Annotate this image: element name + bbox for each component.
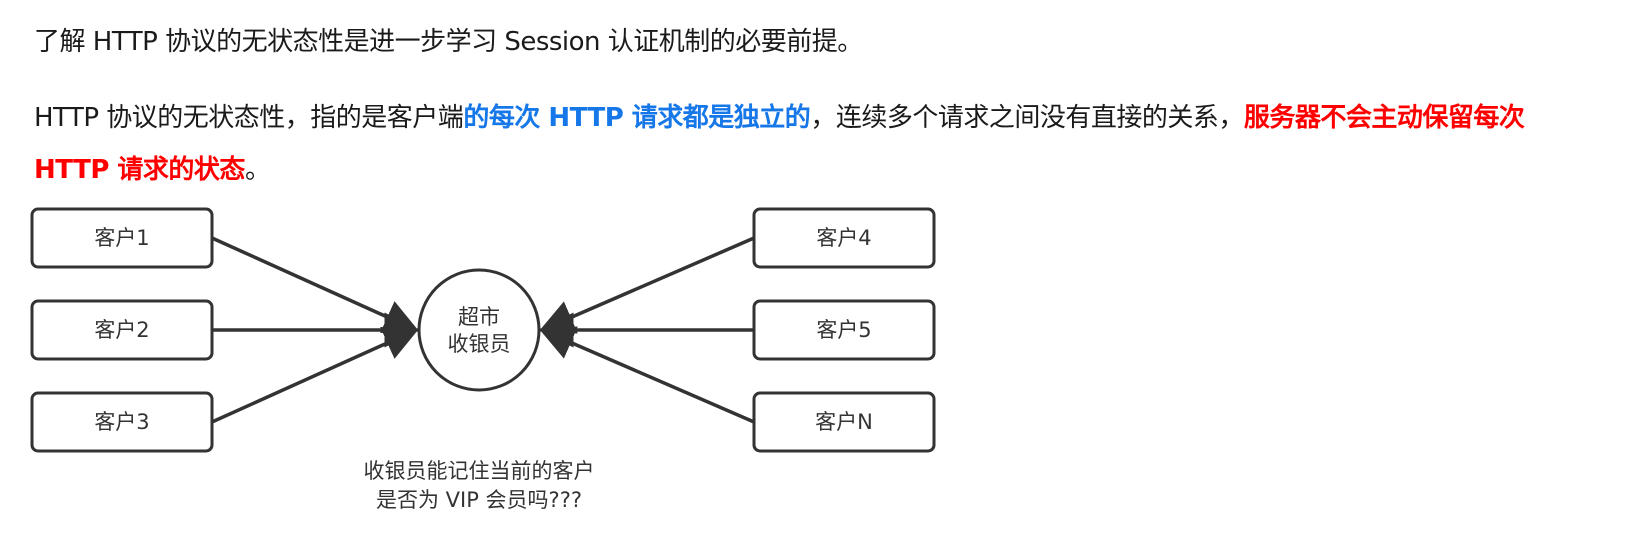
- statement-text-middle: ，连续多个请求之间没有直接的关系，: [810, 103, 1244, 133]
- stateless-http-diagram: 客户1 客户2 客户3 客户4 客户5 客户N 超市 收银员 收银员能记住当前的…: [30, 207, 936, 512]
- diagram-caption-line1: 收银员能记住当前的客户: [364, 459, 595, 483]
- cashier-label-line1: 超市: [458, 305, 500, 329]
- arrow-client3: [211, 326, 420, 424]
- client-label: 客户1: [94, 226, 149, 250]
- client-node: 客户4: [752, 207, 936, 269]
- cashier-node: 超市 收银员: [417, 268, 541, 392]
- client-label: 客户3: [94, 410, 149, 434]
- client-label: 客户2: [94, 318, 149, 342]
- cashier-label-line2: 收银员: [448, 332, 511, 356]
- red-highlight: 服务器不会主动保留每次 HTTP 请求的状态: [34, 103, 1525, 185]
- arrow-clientN: [538, 326, 755, 424]
- diagram-caption-line2: 是否为 VIP 会员吗???: [376, 488, 582, 512]
- client-node: 客户N: [752, 391, 936, 453]
- client-label: 客户5: [816, 318, 871, 342]
- arrow-client4: [538, 236, 755, 334]
- client-node: 客户2: [30, 299, 214, 361]
- statement-text-start: HTTP 协议的无状态性，指的是客户端: [34, 103, 464, 133]
- client-label: 客户N: [815, 410, 873, 434]
- statement-period: 。: [244, 155, 271, 185]
- arrow-client1: [211, 236, 420, 334]
- statelessness-paragraph: HTTP 协议的无状态性，指的是客户端的每次 HTTP 请求都是独立的，连续多个…: [34, 92, 1594, 196]
- client-label: 客户4: [816, 226, 871, 250]
- client-node: 客户5: [752, 299, 936, 361]
- client-node: 客户3: [30, 391, 214, 453]
- blue-highlight: 的每次 HTTP 请求都是独立的: [463, 103, 811, 133]
- intro-paragraph: 了解 HTTP 协议的无状态性是进一步学习 Session 认证机制的必要前提。: [34, 27, 863, 57]
- client-node: 客户1: [30, 207, 214, 269]
